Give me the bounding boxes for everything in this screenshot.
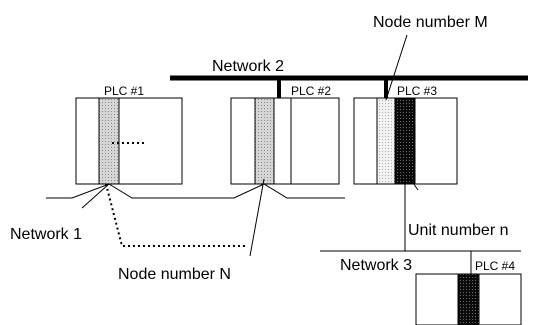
node-m-label: Node number M (373, 14, 488, 31)
plc2-box (230, 97, 340, 185)
unit-n-leader (403, 169, 419, 191)
network1-label: Network 1 (10, 226, 82, 243)
network1-line (46, 183, 345, 199)
plc2-node-unit (254, 97, 275, 185)
network1-dotted-route (105, 183, 248, 247)
plc1-leader (81, 183, 110, 209)
plc3-node-unit (376, 97, 396, 185)
node-m-leader (385, 34, 408, 101)
node-n-label: Node number N (118, 266, 231, 283)
network2-label: Network 2 (212, 58, 284, 75)
network3-label: Network 3 (340, 257, 412, 274)
unit-n-label: Unit number n (408, 222, 509, 239)
plc1-label: PLC #1 (104, 84, 144, 98)
plc4-label: PLC #4 (475, 259, 515, 273)
plc1-node-unit (98, 97, 120, 185)
plc4-unit (457, 273, 480, 325)
node-n-leader (249, 178, 265, 257)
plc1-box (75, 97, 183, 185)
plc2-label: PLC #2 (291, 84, 331, 98)
plc3-label: PLC #3 (397, 84, 437, 98)
